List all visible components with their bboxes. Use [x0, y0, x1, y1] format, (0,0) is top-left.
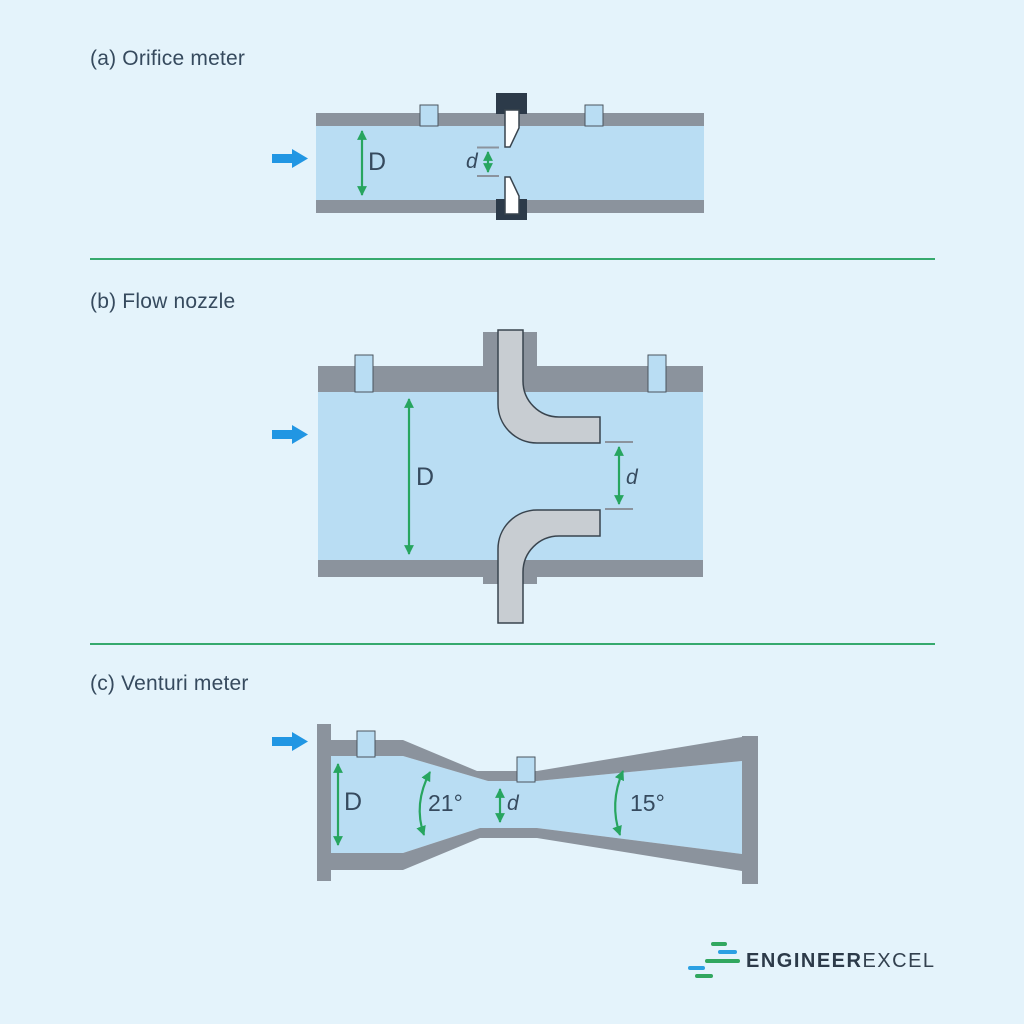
engineerexcel-logo: ENGINEEREXCEL: [686, 938, 934, 984]
orifice-meter-diagram: D d: [272, 93, 704, 220]
flow-arrow-icon: [272, 732, 308, 751]
nozzle-bellmouth-lower: [497, 509, 601, 624]
engineerexcel-wordmark: ENGINEEREXCEL: [746, 950, 936, 973]
flow-nozzle-diagram: D d: [272, 329, 703, 624]
nozzle-bellmouth-upper: [497, 329, 601, 444]
orifice-diameter-label: D: [368, 148, 386, 176]
flow-arrow-icon: [272, 425, 308, 444]
venturi-fluid: [331, 756, 742, 854]
venturi-divergent-angle-arc: [612, 770, 625, 836]
nozzle-upstream-pressure-tap: [354, 354, 374, 393]
section-title-venturi-meter: (c) Venturi meter: [90, 672, 249, 695]
logo-text-excel: EXCEL: [862, 950, 936, 972]
venturi-inlet-pressure-tap: [356, 730, 376, 758]
venturi-diameter-label: D: [344, 788, 362, 816]
orifice-downstream-pressure-tap: [584, 104, 604, 127]
section-title-flow-nozzle: (b) Flow nozzle: [90, 290, 236, 313]
venturi-divergent-angle-label: 15°: [630, 790, 665, 816]
nozzle-diameter-label: D: [416, 463, 434, 491]
venturi-convergent-angle-label: 21°: [428, 790, 463, 816]
orifice-upstream-pressure-tap: [419, 104, 439, 127]
orifice-plate-upper: [504, 109, 520, 148]
section-divider: [90, 258, 935, 260]
orifice-plate-lower: [504, 176, 520, 215]
venturi-meter-diagram: D 21° d 15°: [272, 724, 758, 884]
engineerexcel-logo-icon: [688, 942, 740, 978]
orifice-throat-label: d: [466, 150, 479, 173]
venturi-throat-label: d: [507, 792, 520, 815]
venturi-top-wall: [330, 737, 742, 781]
venturi-bottom-wall: [330, 828, 742, 871]
venturi-inlet-flange: [317, 724, 331, 881]
section-title-orifice-meter: (a) Orifice meter: [90, 47, 246, 70]
nozzle-downstream-pressure-tap: [647, 354, 667, 393]
venturi-convergent-angle-arc: [416, 771, 431, 836]
orifice-plate-clamp-upper: [496, 93, 527, 114]
venturi-throat-pressure-tap: [516, 756, 536, 783]
venturi-outlet-flange: [742, 736, 758, 884]
flow-arrow-icon: [272, 149, 308, 168]
section-divider: [90, 643, 935, 645]
nozzle-throat-label: d: [626, 466, 639, 489]
logo-text-engineer: ENGINEER: [746, 950, 863, 972]
